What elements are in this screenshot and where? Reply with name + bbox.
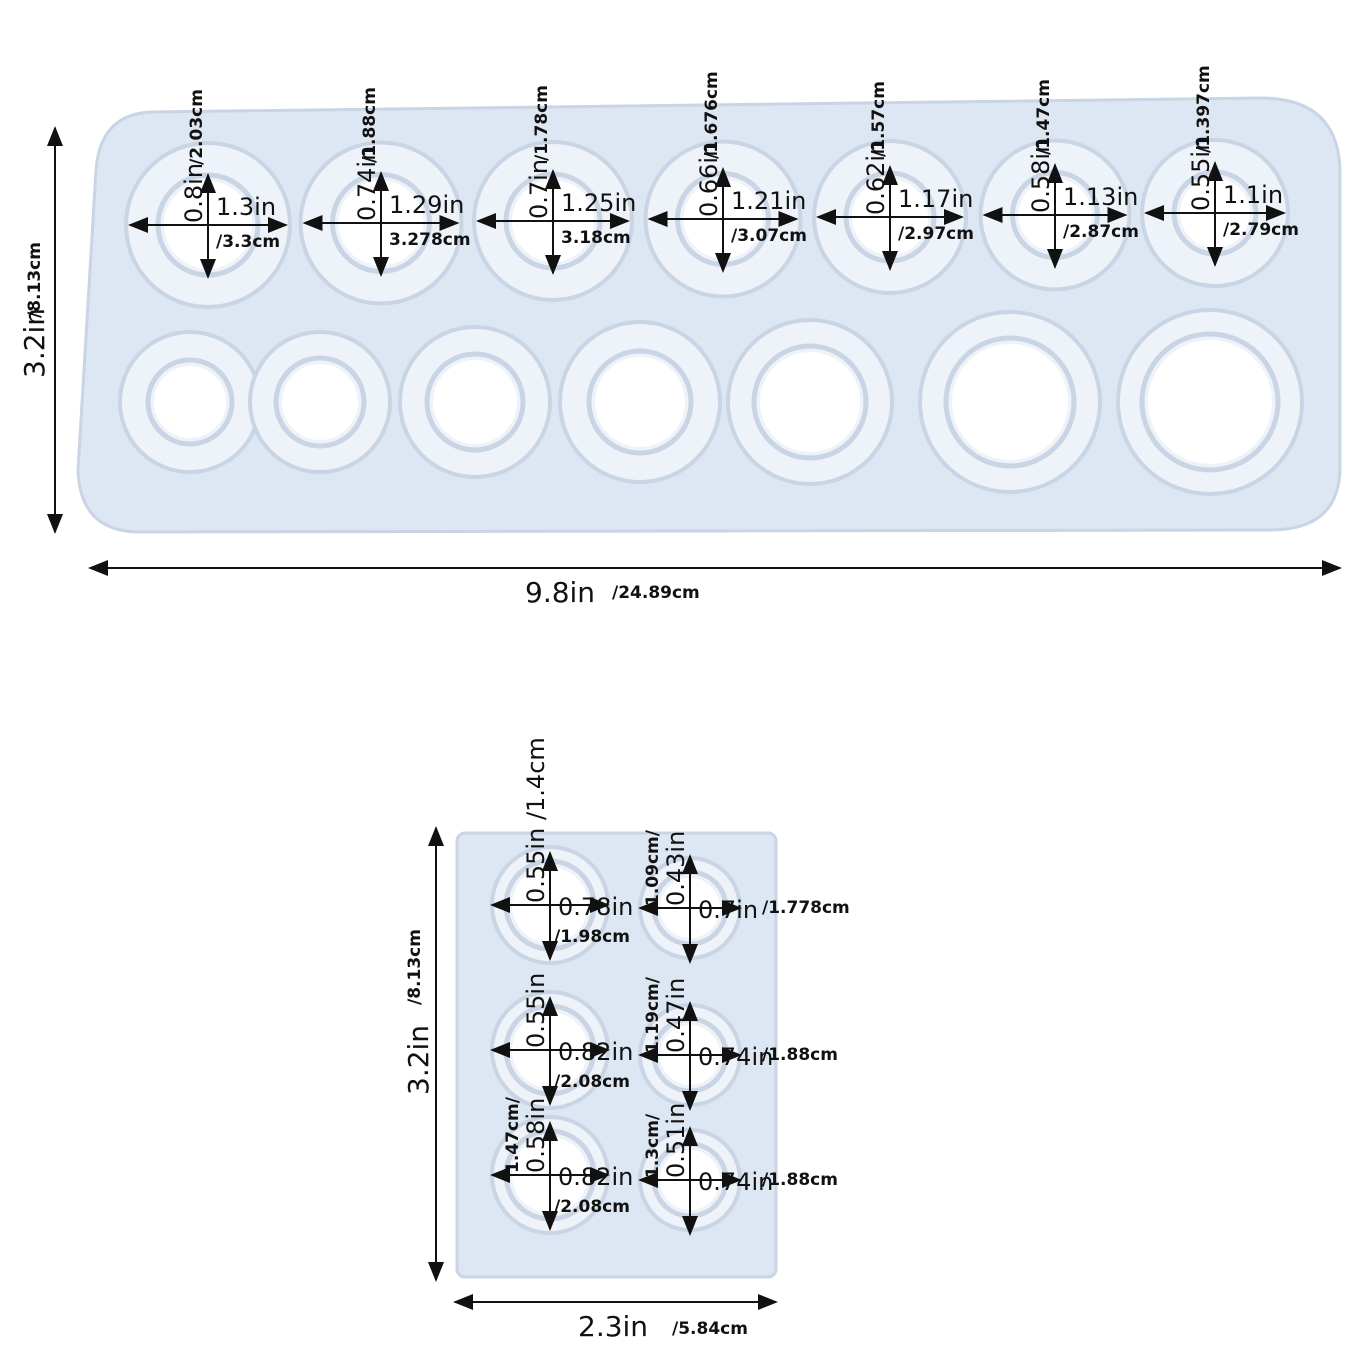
ring-hole	[760, 352, 860, 452]
cavity-depth-label: 0.55in	[522, 973, 550, 1048]
cavity-depth-in-label: 0.74in	[353, 146, 381, 221]
ring-inner-edge	[145, 357, 235, 447]
ring-hole	[433, 360, 517, 444]
width-in-label: 2.3in	[578, 1310, 648, 1343]
cavity-depth-cm-label: /1.397cm	[1194, 65, 1214, 153]
cavity-diameter-in-label: 0.82in	[558, 1038, 633, 1066]
cavity-diameter-in-label: 0.78in	[558, 893, 633, 921]
cavity-depth-label: 0.43in	[662, 831, 690, 906]
ring-hole	[154, 366, 226, 438]
cavity-diameter-in-label: 1.25in	[561, 189, 636, 217]
cavity-diameter-in-label: 0.74in	[698, 1043, 773, 1071]
cavity-depth-in-label: 0.8in	[180, 163, 208, 223]
ring-hole	[282, 364, 358, 440]
cavity-depth-label: 0.55in /1.4cm	[522, 737, 550, 903]
cavity-diameter-in-label: 1.29in	[389, 191, 464, 219]
cavity-depth-in-label: 0.62in	[862, 140, 890, 215]
cavity-depth-in-label: 0.66in	[695, 142, 723, 217]
cavity-diameter-cm-label: /2.79cm	[1223, 220, 1299, 240]
cavity-depth-cm-label: /1.676cm	[702, 71, 722, 159]
height-cm-label: /8.13cm	[25, 242, 45, 318]
cavity-depth-cm-label: 1.47cm/	[503, 1096, 523, 1173]
cavity-depth-cm-label: /1.88cm	[360, 87, 380, 163]
ring-inner-edge	[586, 348, 694, 456]
small-mold: 3.2in /8.13cm 2.3in /5.84cm 0.55in /1.4c…	[402, 737, 850, 1343]
width-cm-label: /5.84cm	[672, 1319, 748, 1339]
cavity-depth-label: 0.58in	[522, 1098, 550, 1173]
height-in-label: 3.2in	[402, 1025, 435, 1095]
height-cm-label: /8.13cm	[405, 929, 425, 1005]
cavity-diameter-in-label: 1.13in	[1063, 183, 1138, 211]
cavity-diameter-in-label: 1.17in	[898, 185, 973, 213]
cavity-diameter-cm-label: /1.778cm	[762, 898, 850, 918]
cavity-depth-cm-label: /2.03cm	[187, 89, 207, 165]
ring-inner-edge	[1139, 331, 1281, 473]
width-cm-label: /24.89cm	[612, 583, 700, 603]
cavity-diameter-in-label: 1.21in	[731, 187, 806, 215]
cavity-depth-in-label: 0.55in	[1187, 136, 1215, 211]
cavity-diameter-cm-label: /2.08cm	[554, 1072, 630, 1092]
cavity-depth-label: 0.51in	[662, 1103, 690, 1178]
cavity-depth-cm-label: /1.47cm	[1034, 79, 1054, 155]
cavity-diameter-cm-label: /3.3cm	[216, 232, 280, 252]
cavity-diameter-in-label: 1.1in	[1223, 181, 1283, 209]
cavity-depth-in-label: 0.7in	[525, 159, 553, 219]
cavity-diameter-cm-label: /1.88cm	[762, 1170, 838, 1190]
cavity-diameter-cm-label: /2.87cm	[1063, 222, 1139, 242]
cavity-diameter-in-label: 0.82in	[558, 1163, 633, 1191]
cavity-diameter-cm-label: /2.97cm	[898, 224, 974, 244]
cavity-diameter-in-label: 0.74in	[698, 1168, 773, 1196]
cavity-diameter-in-label: 0.7in	[698, 896, 758, 924]
cavity-depth-label: 0.47in	[662, 978, 690, 1053]
ring-inner-edge	[943, 335, 1077, 469]
ring-inner-edge	[751, 343, 869, 461]
ring-hole	[595, 357, 685, 447]
cavity-diameter-cm-label: 3.18cm	[561, 228, 631, 248]
cavity-depth-cm-label: 1.19cm/	[643, 976, 663, 1053]
height-in-label: 3.2in	[18, 308, 51, 378]
cavity-depth-cm-label: /1.57cm	[869, 81, 889, 157]
cavity-diameter-cm-label: /3.07cm	[731, 226, 807, 246]
cavity-diameter-cm-label: /2.08cm	[554, 1197, 630, 1217]
ring-inner-edge	[424, 351, 526, 453]
ring-hole	[1148, 340, 1272, 464]
cavity-depth-cm-label: /1.78cm	[532, 85, 552, 161]
ring-inner-edge	[273, 355, 367, 449]
width-in-label: 9.8in	[525, 576, 595, 609]
ring-hole	[952, 344, 1068, 460]
cavity-depth-cm-label: 1.09cm/	[643, 829, 663, 906]
cavity-depth-in-label: 0.58in	[1027, 138, 1055, 213]
cavity-diameter-cm-label: 3.278cm	[389, 230, 471, 250]
cavity-diameter-cm-label: /1.98cm	[554, 927, 630, 947]
cavity-depth-cm-label: 1.3cm/	[643, 1113, 663, 1178]
large-mold: 3.2in /8.13cm 9.8in /24.89cm 0.8in/2.03c…	[18, 65, 1342, 609]
cavity-diameter-cm-label: /1.88cm	[762, 1045, 838, 1065]
cavity-diameter-in-label: 1.3in	[216, 193, 276, 221]
